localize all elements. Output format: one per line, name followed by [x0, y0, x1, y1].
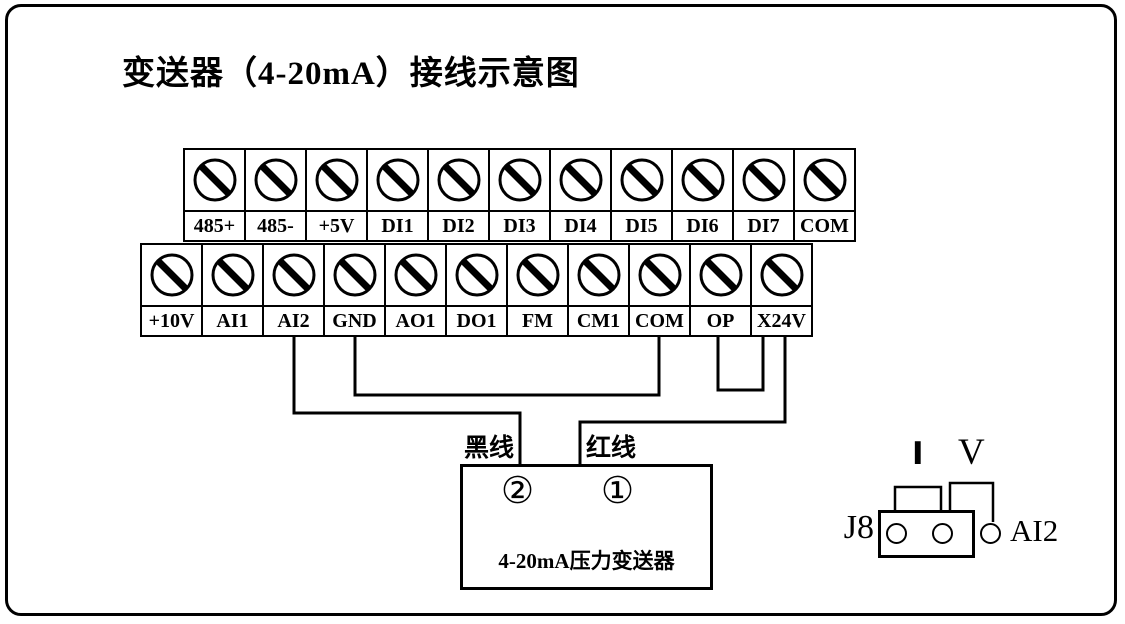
- screw-terminal-icon: [506, 243, 569, 307]
- terminal-label: DI6: [671, 210, 734, 242]
- screw-terminal-icon: [262, 243, 325, 307]
- terminal-ao1: AO1: [384, 243, 447, 337]
- terminal-gnd: GND: [323, 243, 386, 337]
- screw-terminal-icon: [732, 148, 795, 212]
- jumper-pin-icon: [980, 523, 1001, 544]
- screw-terminal-icon: [567, 243, 630, 307]
- terminal-label: GND: [323, 305, 386, 337]
- terminal-label: DI5: [610, 210, 673, 242]
- terminal-label: DO1: [445, 305, 508, 337]
- voltage-mode-mark: V: [958, 432, 985, 473]
- screw-terminal-icon: [323, 243, 386, 307]
- terminal-label: DI2: [427, 210, 490, 242]
- terminal-fm: FM: [506, 243, 569, 337]
- screw-terminal-icon: [305, 148, 368, 212]
- jumper-pin-icon: [886, 523, 907, 544]
- terminal-com: COM: [793, 148, 856, 242]
- terminal-label: DI4: [549, 210, 612, 242]
- terminal-label: COM: [793, 210, 856, 242]
- terminal-ai1: AI1: [201, 243, 264, 337]
- terminal-label: +5V: [305, 210, 368, 242]
- diagram-title: 变送器（4-20mA）接线示意图: [122, 56, 580, 92]
- terminal-op: OP: [689, 243, 752, 337]
- terminal-label: DI3: [488, 210, 551, 242]
- jumper-block-name: J8: [843, 509, 874, 546]
- terminal-+5v: +5V: [305, 148, 368, 242]
- terminal-label: AI1: [201, 305, 264, 337]
- terminal-di6: DI6: [671, 148, 734, 242]
- terminal-label: CM1: [567, 305, 630, 337]
- screw-terminal-icon: [671, 148, 734, 212]
- screw-terminal-icon: [549, 148, 612, 212]
- terminal-label: FM: [506, 305, 569, 337]
- screw-terminal-icon: [445, 243, 508, 307]
- terminal-label: 485+: [183, 210, 246, 242]
- screw-terminal-icon: [244, 148, 307, 212]
- current-mode-mark: I: [912, 436, 924, 472]
- screw-terminal-icon: [610, 148, 673, 212]
- jumper-channel-label: AI2: [1010, 513, 1059, 548]
- terminal-di3: DI3: [488, 148, 551, 242]
- screw-terminal-icon: [140, 243, 203, 307]
- terminal-label: AI2: [262, 305, 325, 337]
- transmitter-box: ② ① 4-20mA压力变送器: [460, 464, 713, 590]
- screw-terminal-icon: [689, 243, 752, 307]
- terminal-di2: DI2: [427, 148, 490, 242]
- terminal-label: 485-: [244, 210, 307, 242]
- terminal-label: COM: [628, 305, 691, 337]
- terminal-com: COM: [628, 243, 691, 337]
- jumper-pin-icon: [932, 523, 953, 544]
- screw-terminal-icon: [488, 148, 551, 212]
- terminal-485+: 485+: [183, 148, 246, 242]
- screw-terminal-icon: [366, 148, 429, 212]
- red-wire-label: 红线: [586, 435, 637, 462]
- terminal-label: DI1: [366, 210, 429, 242]
- terminal-di1: DI1: [366, 148, 429, 242]
- terminal-485-: 485-: [244, 148, 307, 242]
- terminal-cm1: CM1: [567, 243, 630, 337]
- terminal-x24v: X24V: [750, 243, 813, 337]
- screw-terminal-icon: [183, 148, 246, 212]
- terminal-label: X24V: [750, 305, 813, 337]
- black-wire-label: 黑线: [464, 435, 515, 462]
- screw-terminal-icon: [628, 243, 691, 307]
- terminal-+10v: +10V: [140, 243, 203, 337]
- transmitter-label: 4-20mA压力变送器: [498, 549, 675, 573]
- screw-terminal-icon: [427, 148, 490, 212]
- screw-terminal-icon: [384, 243, 447, 307]
- terminal-di7: DI7: [732, 148, 795, 242]
- screw-terminal-icon: [793, 148, 856, 212]
- diagram-border: [5, 4, 1117, 616]
- jumper-block-box: [878, 510, 975, 558]
- transmitter-terminal-2: ②: [501, 469, 535, 512]
- terminal-label: OP: [689, 305, 752, 337]
- terminal-label: +10V: [140, 305, 203, 337]
- terminal-label: DI7: [732, 210, 795, 242]
- terminal-do1: DO1: [445, 243, 508, 337]
- terminal-ai2: AI2: [262, 243, 325, 337]
- terminal-di5: DI5: [610, 148, 673, 242]
- screw-terminal-icon: [750, 243, 813, 307]
- transmitter-terminal-1: ①: [601, 469, 635, 512]
- terminal-di4: DI4: [549, 148, 612, 242]
- screw-terminal-icon: [201, 243, 264, 307]
- terminal-label: AO1: [384, 305, 447, 337]
